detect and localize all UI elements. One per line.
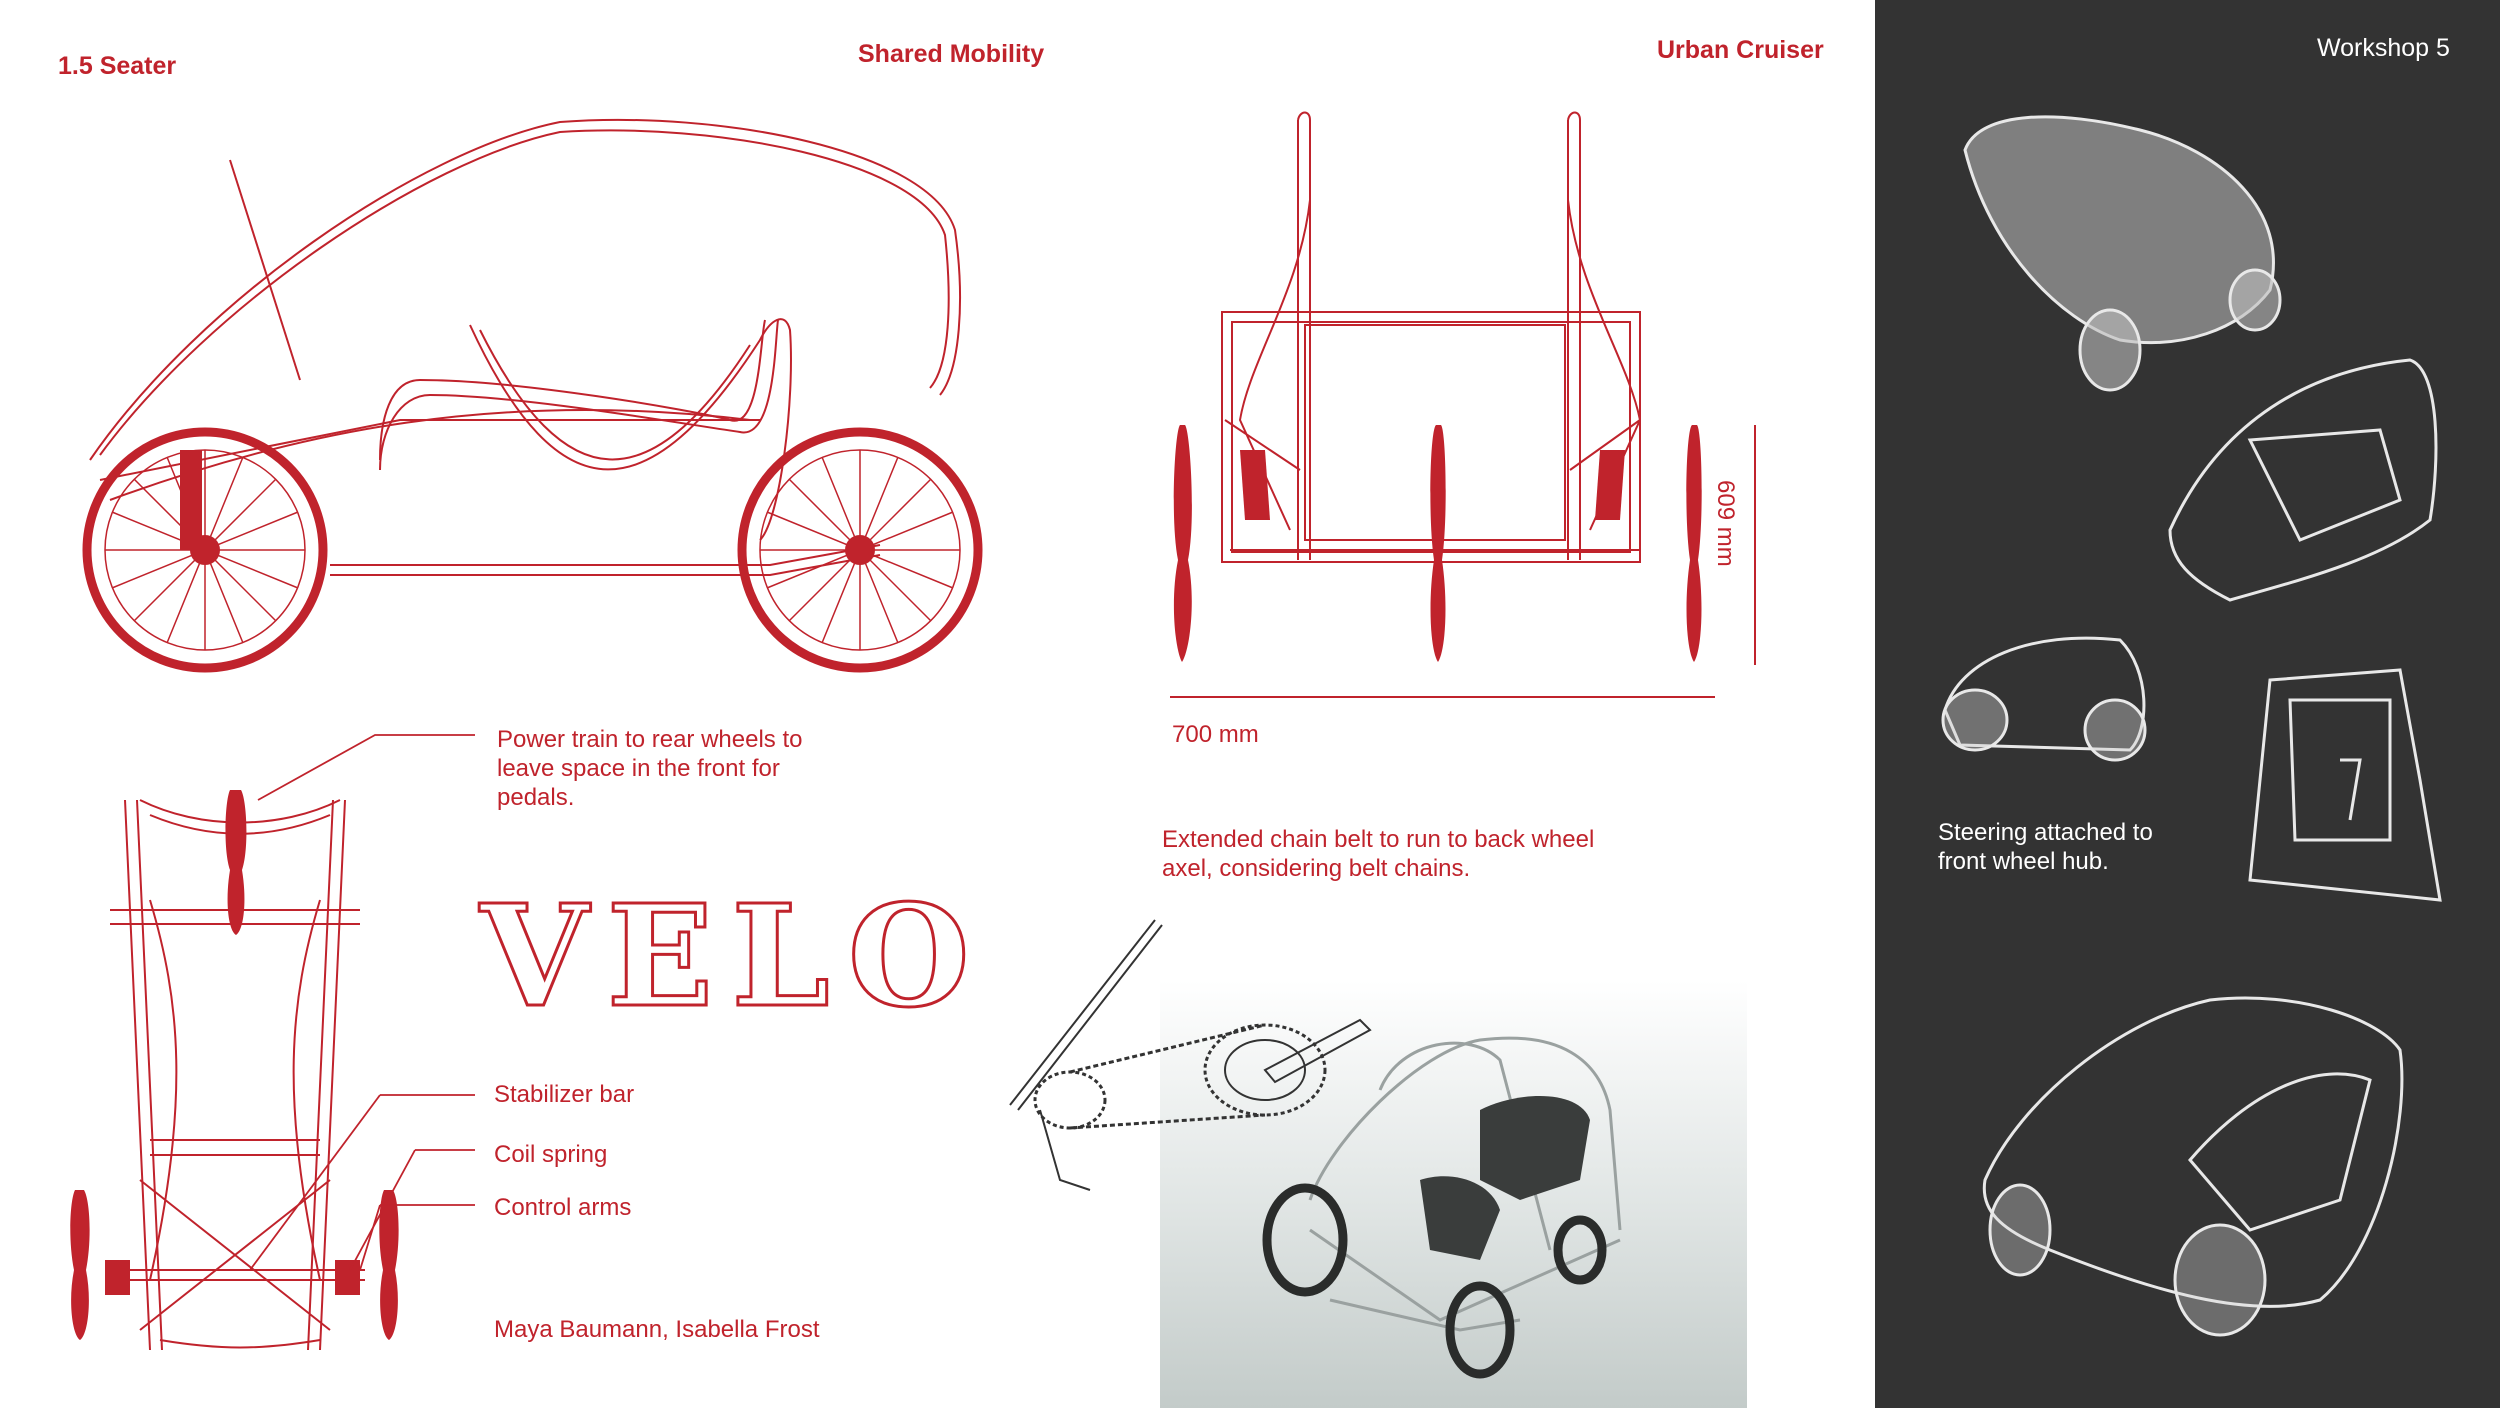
authors: Maya Baumann, Isabella Frost: [494, 1316, 820, 1343]
right-title: Urban Cruiser: [1657, 36, 1824, 64]
stabilizer-label: Stabilizer bar: [494, 1081, 635, 1108]
control-arms-label: Control arms: [494, 1194, 632, 1221]
chain-drawing: [1009, 919, 1372, 1191]
coil-spring-label: Coil spring: [494, 1141, 608, 1168]
power-train-note: Power train to rear wheels to leave spac…: [497, 726, 803, 811]
velo-logo: VELO: [479, 874, 988, 1041]
top-view-drawing: [105, 799, 365, 1351]
side-wheels: [82, 427, 983, 673]
concept-sketches: [1941, 115, 2442, 1337]
front-wheels: [1173, 425, 1702, 662]
left-title: 1.5 Seater: [58, 52, 177, 80]
center-title: Shared Mobility: [858, 40, 1045, 68]
chain-belt-note: Extended chain belt to run to back wheel…: [1162, 826, 1595, 882]
dimension-width: 700 mm: [1172, 721, 1259, 748]
steering-note: Steering attached to front wheel hub.: [1938, 819, 2153, 875]
side-view-drawing: [89, 118, 961, 576]
dimension-height: 609 mm: [1712, 480, 1739, 567]
workshop-label: Workshop 5: [2317, 34, 2450, 62]
